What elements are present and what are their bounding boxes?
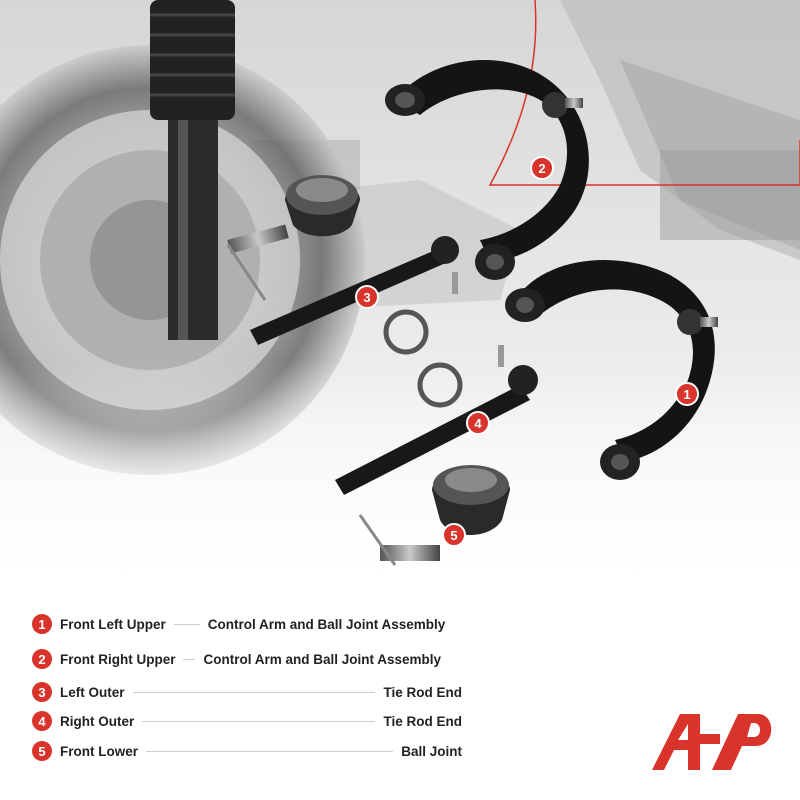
ball-joint-lower <box>358 465 510 566</box>
legend-desc-5: Ball Joint <box>401 743 462 759</box>
legend-divider <box>146 750 394 752</box>
legend-divider <box>183 658 196 660</box>
legend-divider <box>142 720 376 722</box>
legend-label-5: Front Lower <box>60 743 138 759</box>
legend-divider <box>173 623 200 625</box>
retaining-clips <box>383 309 463 408</box>
legend-row-1: 1 Front Left Upper Control Arm and Ball … <box>32 612 462 636</box>
callout-3: 3 <box>355 285 379 309</box>
legend-badge-3: 3 <box>32 682 52 702</box>
tie-rod-end-left <box>250 236 459 345</box>
control-arm-left <box>505 260 718 480</box>
legend-badge-2: 2 <box>32 649 52 669</box>
legend-desc-1: Control Arm and Ball Joint Assembly <box>207 616 446 632</box>
legend-badge-4: 4 <box>32 711 52 731</box>
svg-text:4: 4 <box>474 416 482 431</box>
callout-4: 4 <box>466 411 490 435</box>
legend-row-5: 5 Front Lower Ball Joint <box>32 739 462 763</box>
svg-text:3: 3 <box>363 290 370 305</box>
legend-label-3: Left Outer <box>60 684 125 700</box>
legend-label-4: Right Outer <box>60 713 135 729</box>
legend-row-4: 4 Right Outer Tie Rod End <box>32 709 462 733</box>
legend-desc-3: Tie Rod End <box>383 684 462 700</box>
legend-desc-2: Control Arm and Ball Joint Assembly <box>203 651 442 667</box>
product-photo: 1 2 3 4 5 <box>0 0 800 600</box>
legend-row-3: 3 Left Outer Tie Rod End <box>32 680 462 704</box>
svg-text:1: 1 <box>683 387 690 402</box>
legend-desc-4: Tie Rod End <box>383 713 462 729</box>
ball-joint-upper <box>226 175 360 301</box>
callout-2: 2 <box>530 156 554 180</box>
control-arm-right <box>385 59 589 280</box>
legend-badge-1: 1 <box>32 614 52 634</box>
a-premium-logo-icon <box>652 714 772 770</box>
legend-label-1: Front Left Upper <box>60 616 166 632</box>
legend-row-2: 2 Front Right Upper Control Arm and Ball… <box>32 647 462 671</box>
svg-text:2: 2 <box>538 161 545 176</box>
callout-5: 5 <box>442 523 466 547</box>
callout-1: 1 <box>675 382 699 406</box>
legend-divider <box>132 691 376 693</box>
legend-badge-5: 5 <box>32 741 52 761</box>
svg-text:5: 5 <box>450 528 457 543</box>
legend-label-2: Front Right Upper <box>60 651 176 667</box>
